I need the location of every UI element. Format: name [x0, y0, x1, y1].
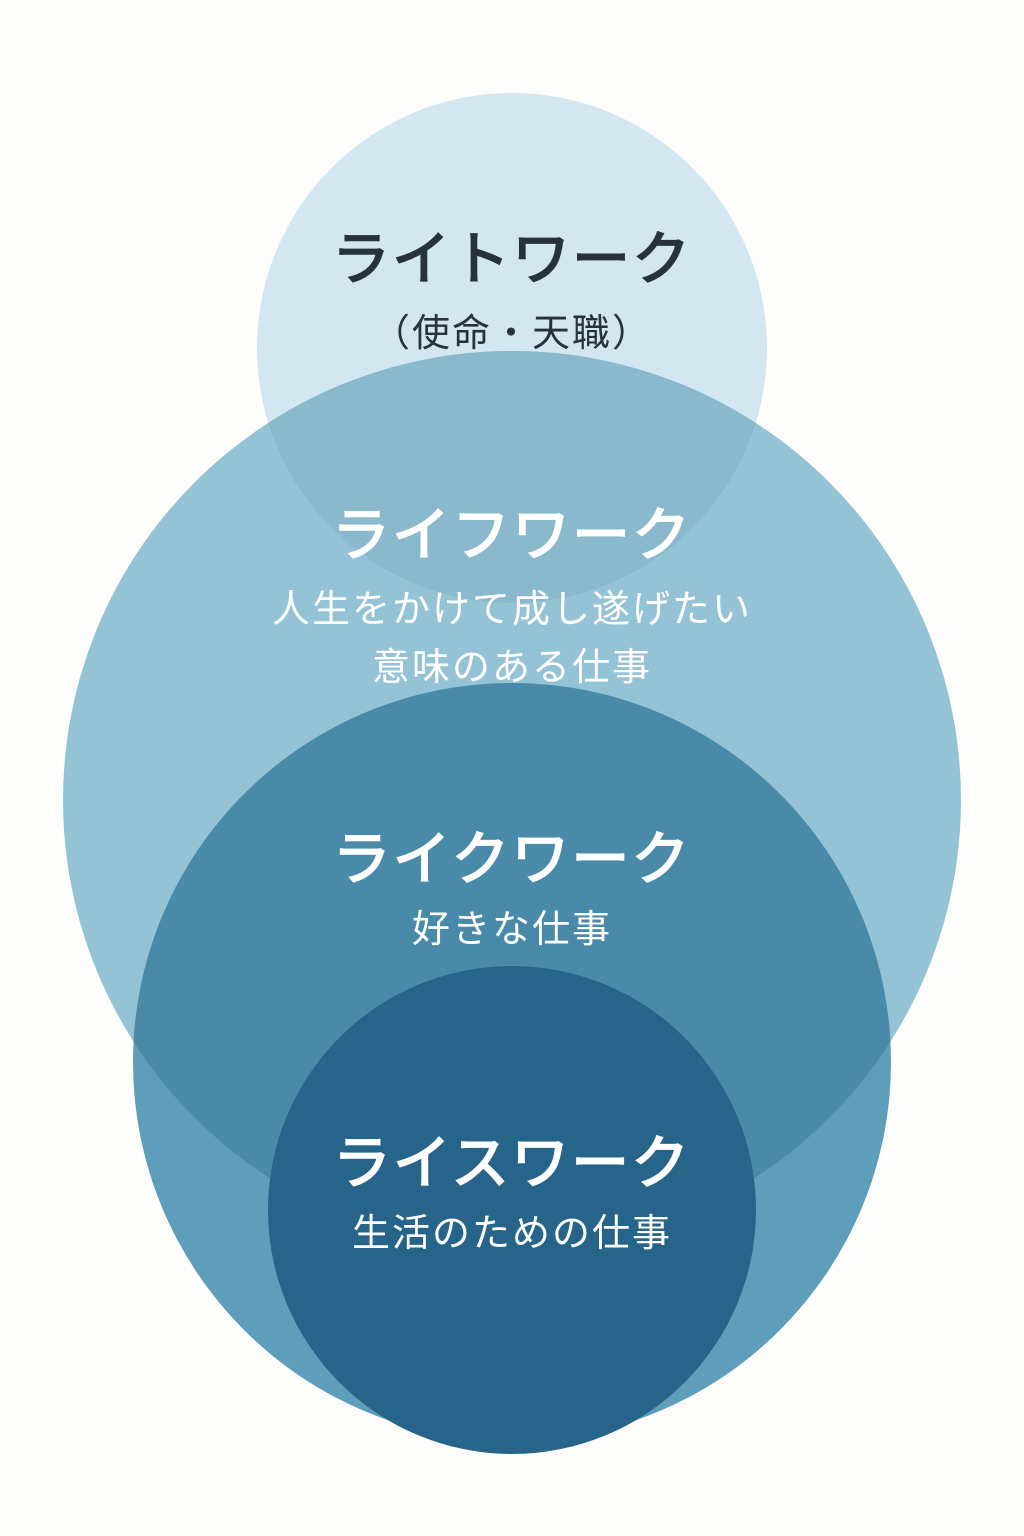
lifework-subtitle-line1: 人生をかけて成し遂げたい [271, 587, 752, 631]
likework-subtitle: 好きな仕事 [411, 907, 612, 951]
likework-title: ライクワーク [332, 825, 692, 893]
ricework-title: ライスワーク [332, 1129, 692, 1197]
lightwork-subtitle: （使命・天職） [371, 311, 652, 355]
ricework-subtitle: 生活のための仕事 [351, 1211, 672, 1255]
lifework-title: ライフワーク [331, 501, 692, 569]
ricework-circle [268, 966, 756, 1454]
lifework-subtitle-line2: 意味のある仕事 [371, 645, 652, 689]
lightwork-title: ライトワーク [331, 225, 692, 293]
lightwork-lifework-overlap [257, 351, 767, 603]
